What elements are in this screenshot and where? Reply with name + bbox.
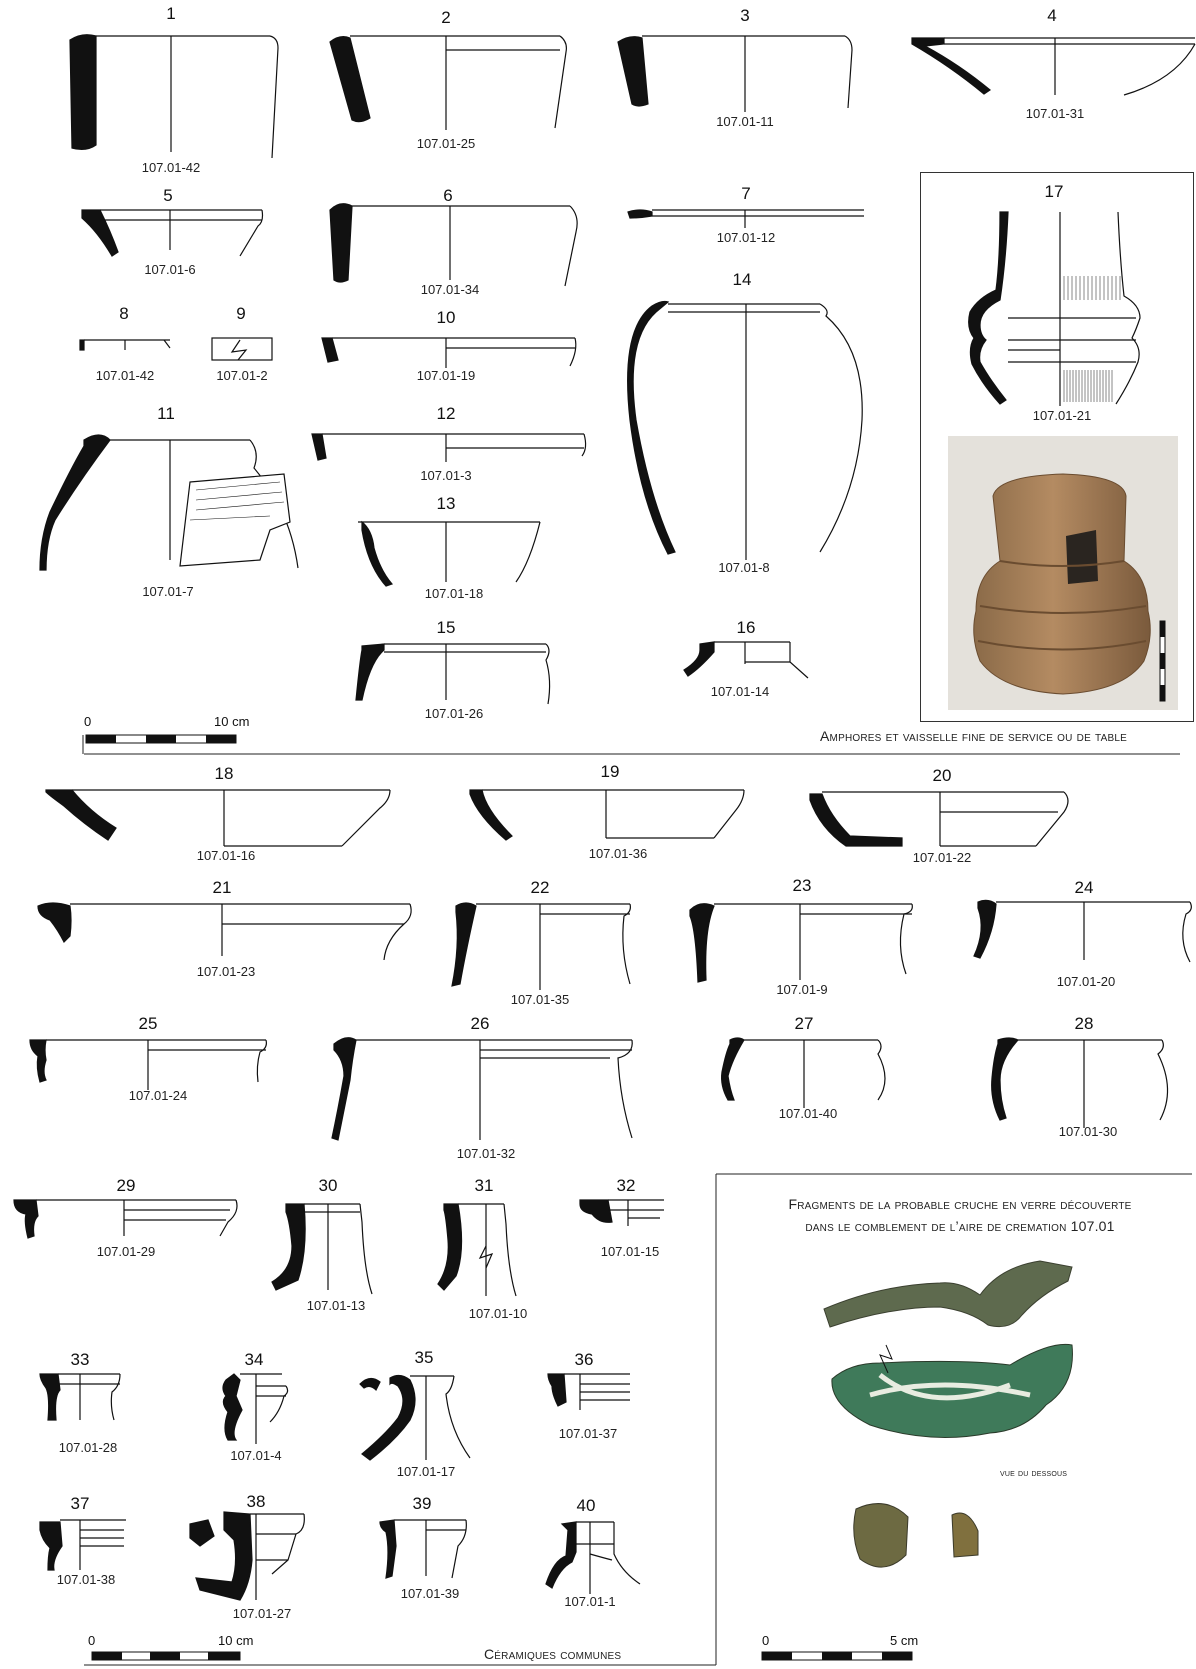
item-ref: 107.01-2 xyxy=(216,368,268,383)
item-ref: 107.01-9 xyxy=(776,982,828,997)
item-number: 16 xyxy=(736,618,756,637)
item-number: 39 xyxy=(412,1494,432,1513)
item-number: 4 xyxy=(1047,6,1057,25)
item-number: 3 xyxy=(740,6,750,25)
item-ref: 107.01-31 xyxy=(1025,106,1085,121)
item-number: 38 xyxy=(246,1492,266,1511)
item-number: 19 xyxy=(600,762,620,781)
item-ref: 107.01-30 xyxy=(1058,1124,1118,1139)
item17-frame xyxy=(920,172,1194,722)
item-number: 24 xyxy=(1074,878,1094,897)
item-ref: 107.01-13 xyxy=(306,1298,366,1313)
item-ref: 107.01-4 xyxy=(230,1448,282,1463)
item-number: 40 xyxy=(576,1496,596,1515)
glass-title-line1: Fragments de la probable cruche en verre… xyxy=(788,1196,1132,1212)
scale-bar-glass xyxy=(761,1651,913,1661)
item-number: 20 xyxy=(932,766,952,785)
item-ref: 107.01-15 xyxy=(600,1244,660,1259)
scale-start: 0 xyxy=(762,1633,770,1648)
item-number: 28 xyxy=(1074,1014,1094,1033)
item-ref: 107.01-39 xyxy=(400,1586,460,1601)
scale-bar-section1 xyxy=(85,734,237,744)
scale-end: 10 cm xyxy=(214,714,250,729)
scale-end: 5 cm xyxy=(890,1633,919,1648)
item-number: 36 xyxy=(574,1350,594,1369)
item-ref: 107.01-29 xyxy=(96,1244,156,1259)
item-number: 9 xyxy=(236,304,246,323)
item-ref: 107.01-34 xyxy=(420,282,480,297)
item-ref: 107.01-40 xyxy=(778,1106,838,1121)
item-ref: 107.01-19 xyxy=(416,368,476,383)
section1-caption: Amphores et vaisselle fine de service ou… xyxy=(820,728,1127,744)
item-ref: 107.01-20 xyxy=(1056,974,1116,989)
item-number: 10 xyxy=(436,308,456,327)
item-number: 15 xyxy=(436,618,456,637)
item-number: 25 xyxy=(138,1014,158,1033)
item-number: 18 xyxy=(214,764,234,783)
item-number: 22 xyxy=(530,878,550,897)
item-ref: 107.01-27 xyxy=(232,1606,292,1621)
item-number: 33 xyxy=(70,1350,90,1369)
item-ref: 107.01-28 xyxy=(58,1440,118,1455)
item-number: 5 xyxy=(163,186,173,205)
item-number: 14 xyxy=(732,270,752,289)
item-number: 32 xyxy=(616,1176,636,1195)
item-number: 37 xyxy=(70,1494,90,1513)
item-number: 29 xyxy=(116,1176,136,1195)
item-ref: 107.01-38 xyxy=(56,1572,116,1587)
item-number: 21 xyxy=(212,878,232,897)
item-number: 30 xyxy=(318,1176,338,1195)
item-number: 13 xyxy=(436,494,456,513)
scale-start: 0 xyxy=(84,714,92,729)
section2-caption: Céramiques communes xyxy=(484,1646,622,1662)
item-number: 12 xyxy=(436,404,456,423)
item-number: 7 xyxy=(741,184,751,203)
item-ref: 107.01-42 xyxy=(141,160,201,175)
item-ref: 107.01-25 xyxy=(416,136,476,151)
scale-end: 10 cm xyxy=(218,1633,254,1648)
item-ref: 107.01-12 xyxy=(716,230,776,245)
item-ref: 107.01-11 xyxy=(716,114,774,129)
item-ref: 107.01-3 xyxy=(420,468,472,483)
glass-title-line2: dans le comblement de l’aire de crematio… xyxy=(805,1218,1115,1234)
item-ref: 107.01-22 xyxy=(912,850,972,865)
scale-start: 0 xyxy=(88,1633,96,1648)
item-ref: 107.01-23 xyxy=(196,964,256,979)
item-ref: 107.01-36 xyxy=(588,846,648,861)
scale-bar-section2 xyxy=(91,1651,241,1661)
item-ref: 107.01-24 xyxy=(128,1088,188,1103)
item-number: 26 xyxy=(470,1014,490,1033)
vase-photo xyxy=(948,436,1178,710)
item-number: 31 xyxy=(474,1176,494,1195)
item-number: 23 xyxy=(792,876,812,895)
item-ref: 107.01-18 xyxy=(424,586,484,601)
item-ref: 107.01-8 xyxy=(718,560,770,575)
item-ref: 107.01-21 xyxy=(1032,408,1092,423)
item-ref: 107.01-1 xyxy=(564,1594,616,1609)
item-ref: 107.01-16 xyxy=(196,848,256,863)
item-ref: 107.01-14 xyxy=(710,684,770,699)
item-ref: 107.01-35 xyxy=(510,992,570,1007)
item-number: 17 xyxy=(1044,182,1064,201)
item-number: 6 xyxy=(443,186,453,205)
item-ref: 107.01-10 xyxy=(468,1306,528,1321)
item-number: 11 xyxy=(157,404,175,423)
item-ref: 107.01-42 xyxy=(95,368,155,383)
item-ref: 107.01-32 xyxy=(456,1146,516,1161)
item-number: 1 xyxy=(166,4,176,23)
item-number: 35 xyxy=(414,1348,434,1367)
item-ref: 107.01-7 xyxy=(142,584,194,599)
item-ref: 107.01-6 xyxy=(144,262,196,277)
item-number: 8 xyxy=(119,304,129,323)
item-ref: 107.01-37 xyxy=(558,1426,618,1441)
item-number: 27 xyxy=(794,1014,814,1033)
glass-view-label: vue du dessous xyxy=(1000,1468,1068,1479)
item-ref: 107.01-17 xyxy=(396,1464,456,1479)
item-ref: 107.01-26 xyxy=(424,706,484,721)
item-number: 2 xyxy=(441,8,451,27)
item-number: 34 xyxy=(244,1350,264,1369)
glass-fragments-photo xyxy=(810,1255,1150,1595)
